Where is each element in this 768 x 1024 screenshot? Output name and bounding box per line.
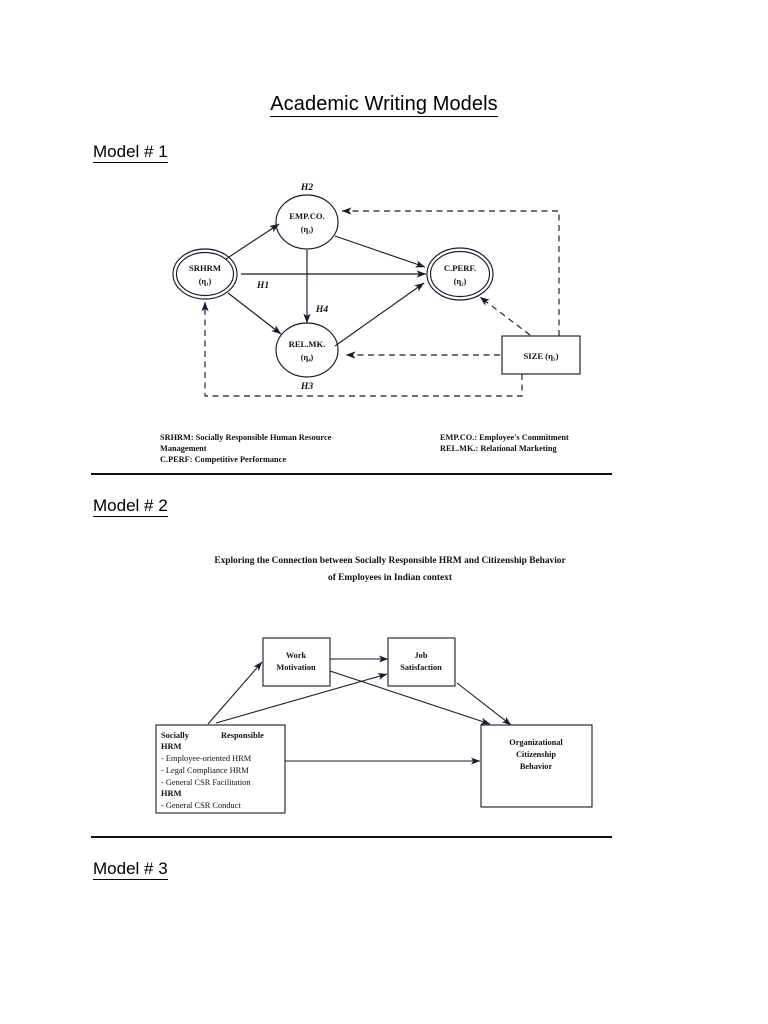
box-label-work-motivation-line-1: Work bbox=[286, 651, 307, 660]
section-heading-model-3-text: Model # 3 bbox=[93, 859, 168, 880]
box-label-ocb-line-2: Citizenship bbox=[516, 750, 556, 759]
model-1-legend-left: SRHRM: Socially Responsible Human Resour… bbox=[160, 432, 410, 465]
legend-line: REL.MK.: Relational Marketing bbox=[440, 444, 557, 454]
page-title-text: Academic Writing Models bbox=[270, 93, 498, 117]
box-label-ocb-line-1: Organizational bbox=[509, 738, 563, 747]
box-label-job-satisfaction-line-1: Job bbox=[415, 651, 428, 660]
legend-line: EMP.CO.: Employee's Commitment bbox=[440, 433, 569, 442]
node-eta-cperf: (η₂) bbox=[454, 277, 467, 286]
node-label-srhrm: SRHRM bbox=[189, 263, 221, 273]
section-divider-2 bbox=[91, 836, 612, 838]
hypothesis-label-h1: H1 bbox=[256, 280, 269, 291]
node-label-cperf: C.PERF. bbox=[444, 263, 476, 273]
box-label-srhrm-item-5: - General CSR Conduct bbox=[161, 801, 241, 810]
node-eta-relmk: (η₄) bbox=[301, 353, 314, 362]
box-label-ocb-line-3: Behavior bbox=[520, 762, 553, 771]
hypothesis-label-h2: H2 bbox=[300, 183, 313, 193]
box-label-srhrm-title-line-1: Socially bbox=[161, 731, 190, 740]
box-label-srhrm-item-2: - Legal Compliance HRM bbox=[161, 766, 249, 775]
box-label-work-motivation-line-2: Motivation bbox=[276, 663, 316, 672]
box-label-srhrm-item-1: - Employee-oriented HRM bbox=[161, 754, 252, 763]
section-heading-model-2: Model # 2 bbox=[93, 496, 168, 517]
box-label-srhrm-title-line-3: HRM bbox=[161, 742, 182, 751]
box-label-srhrm-title-line-2: Responsible bbox=[221, 731, 264, 740]
model-1-svg: SRHRM (η₁) EMP.CO. (η₃) REL.MK. (η₄) C.P… bbox=[172, 183, 581, 397]
section-heading-model-2-text: Model # 2 bbox=[93, 496, 168, 517]
box-label-job-satisfaction-line-2: Satisfaction bbox=[400, 663, 442, 672]
legend-line: Management bbox=[160, 444, 207, 454]
page-title: Academic Writing Models bbox=[0, 93, 768, 117]
model-2-title: Exploring the Connection between Sociall… bbox=[120, 553, 660, 588]
node-label-relmk: REL.MK. bbox=[289, 339, 326, 349]
model-1-diagram: SRHRM (η₁) EMP.CO. (η₃) REL.MK. (η₄) C.P… bbox=[150, 183, 600, 473]
section-heading-model-1-text: Model # 1 bbox=[93, 142, 168, 163]
model-2-diagram: Work Motivation Job Satisfaction Organiz… bbox=[150, 626, 610, 826]
legend-line: SRHRM: Socially Responsible Human Resour… bbox=[160, 433, 332, 442]
box-label-srhrm-item-4: HRM bbox=[161, 789, 182, 798]
model-2-title-line-2: of Employees in Indian context bbox=[328, 573, 452, 584]
hypothesis-label-h4: H4 bbox=[315, 304, 328, 315]
node-eta-empco: (η₃) bbox=[301, 225, 314, 234]
model-1-legend-right: EMP.CO.: Employee's Commitment REL.MK.: … bbox=[440, 432, 630, 454]
section-divider-1 bbox=[91, 473, 612, 475]
section-heading-model-3: Model # 3 bbox=[93, 859, 168, 880]
section-heading-model-1: Model # 1 bbox=[93, 142, 168, 163]
model-2-svg: Work Motivation Job Satisfaction Organiz… bbox=[155, 637, 593, 814]
node-label-size: SIZE (η₅) bbox=[524, 351, 559, 361]
legend-line: C.PERF: Competitive Performance bbox=[160, 455, 287, 465]
node-label-empco: EMP.CO. bbox=[289, 211, 325, 221]
hypothesis-label-h3: H3 bbox=[300, 381, 313, 392]
node-eta-srhrm: (η₁) bbox=[199, 277, 212, 286]
model-2-title-line-1: Exploring the Connection between Sociall… bbox=[214, 556, 566, 566]
box-label-srhrm-item-3: - General CSR Facilitation bbox=[161, 778, 251, 787]
